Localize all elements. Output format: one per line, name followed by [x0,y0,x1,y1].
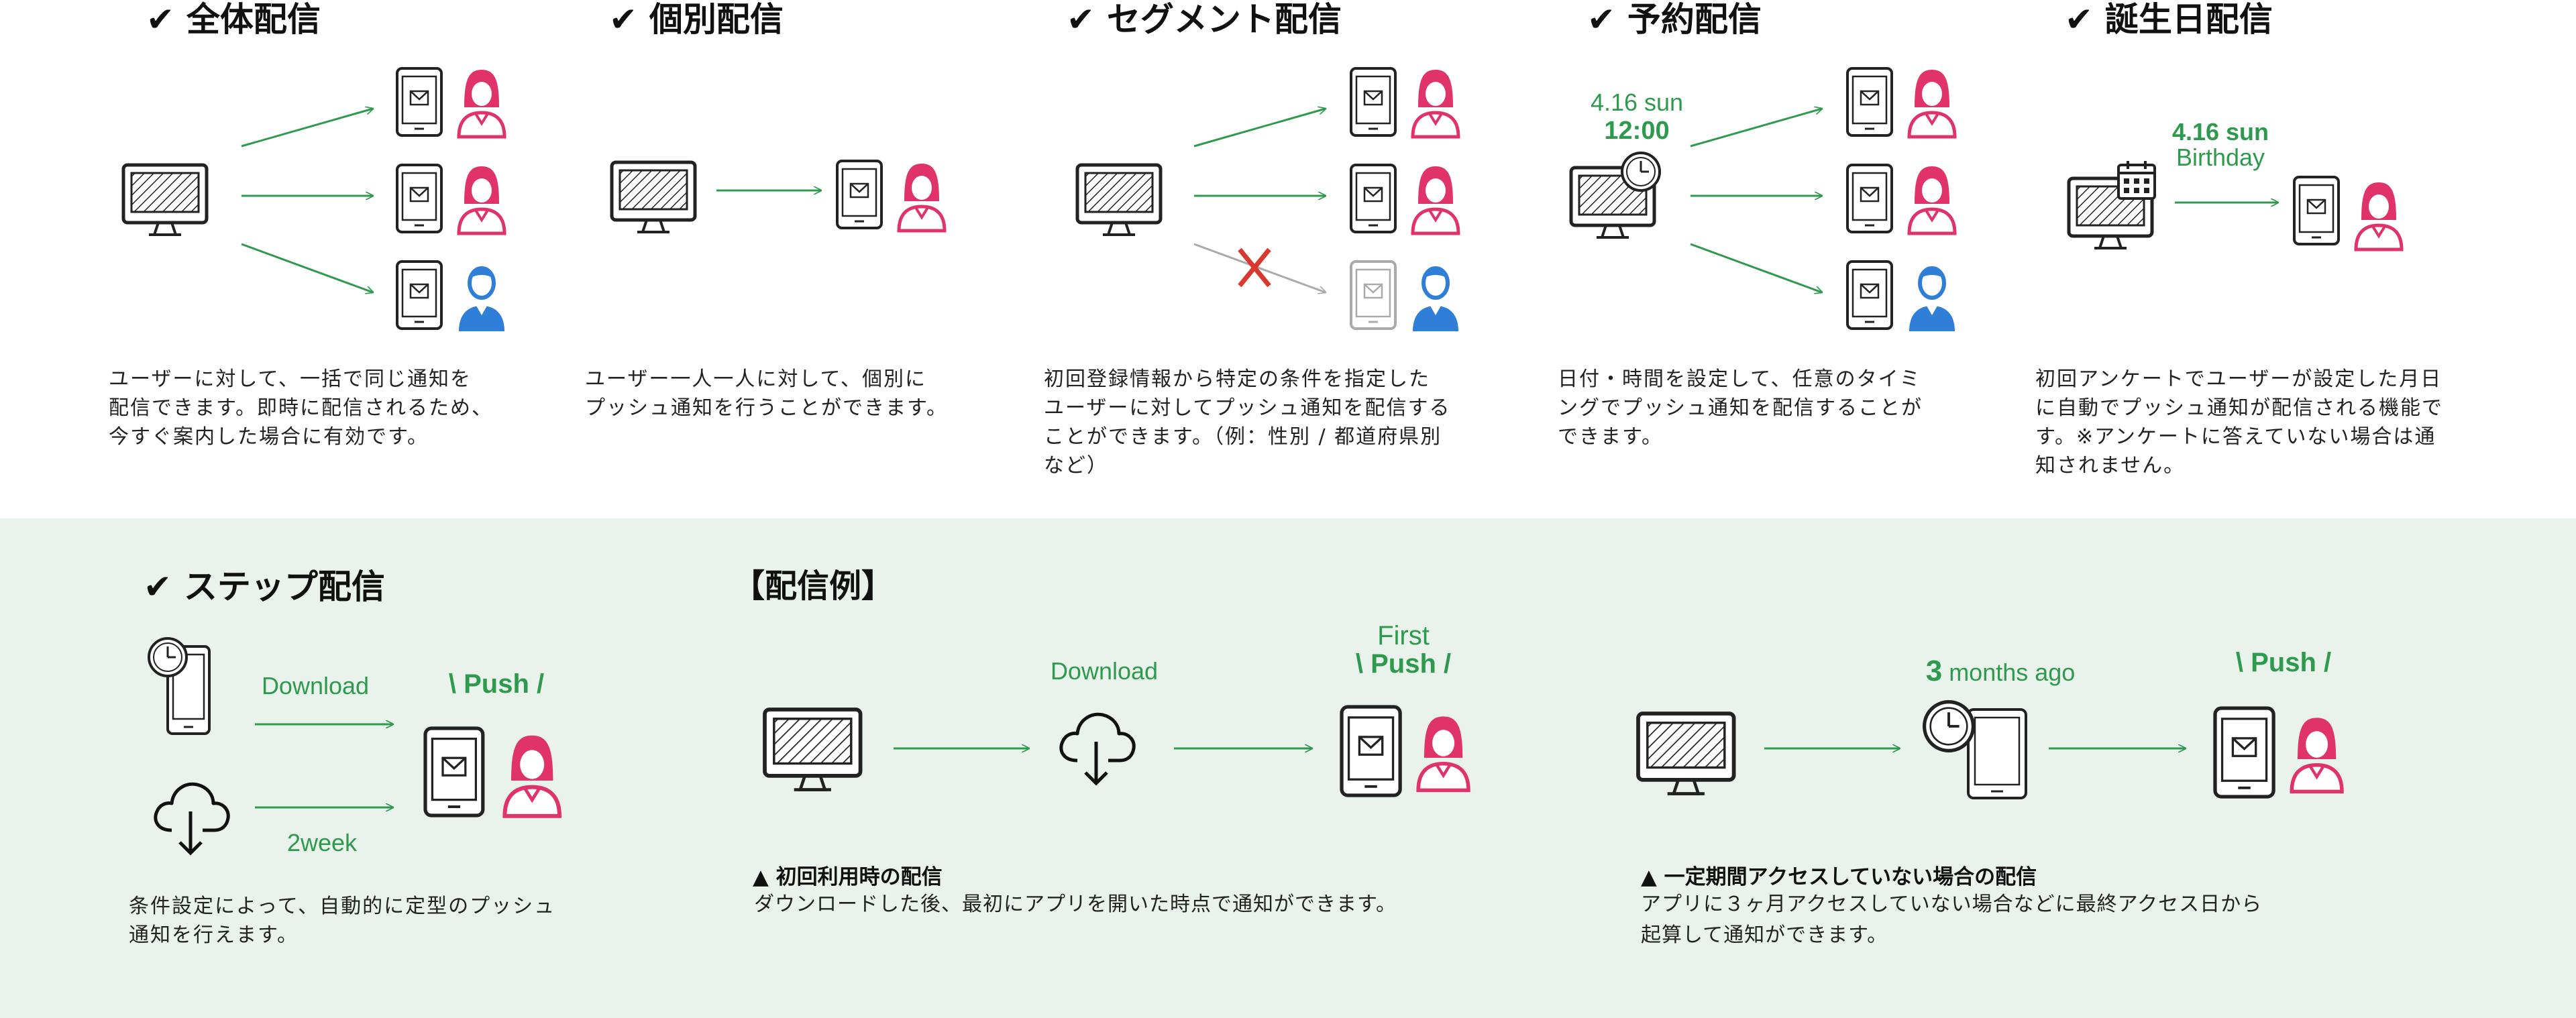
inactive-duration: 3 months ago [1925,655,2076,687]
check-icon: ✔ [1067,0,1095,39]
clock-icon [1925,702,1974,751]
check-icon: ✔ [1587,0,1615,39]
step-week-label: 2week [286,829,358,856]
inactive-caption: ▲ 一定期間アクセスしていない場合の配信 [1641,865,2037,889]
heading-indiv: ✔個別配信 [609,0,784,39]
heading-segment: ✔セグメント配信 [1067,0,1342,39]
all-diagram [121,67,523,349]
smartphone-icon [1846,164,1893,233]
first-push-label: \ Push / [1355,649,1452,679]
inactive-diagram [1637,697,2375,799]
step-diagram [148,637,573,865]
monitor-icon [1077,165,1161,235]
man-icon [1909,268,1955,331]
arrow [241,109,373,148]
schedule-date: 4.16 sun [1590,89,1684,116]
woman-icon [1909,70,1955,137]
clock-icon [1621,152,1661,192]
smartphone-icon [396,67,443,137]
cloud-download-icon [156,784,228,853]
woman-icon [1418,716,1468,790]
first-caption: ▲ 初回利用時の配信 [753,865,943,889]
smartphone-icon [2293,176,2340,245]
step-download-label: Download [261,672,370,699]
clock-phone-icon [1925,702,2027,799]
smartphone-icon [1342,707,1400,795]
woman-icon [504,736,559,816]
first-first-label: First [1377,621,1430,651]
clock-phone-icon [148,637,211,735]
man-icon [459,268,504,331]
heading-step: ✔ステップ配信 [144,567,385,606]
woman-icon [459,70,504,137]
clock-icon [148,637,188,677]
woman-icon [2292,718,2342,791]
schedule-description: 日付・時間を設定して、任意のタイミ ングでプッシュ通知を配信することが できます… [1558,367,1923,449]
inactive-description: アプリに３ヶ月アクセスしていない場合などに最終アクセス日から 起算して通知ができ… [1641,893,2263,947]
arrow [241,243,373,292]
indiv-diagram [609,160,958,239]
smartphone-icon [1846,67,1893,137]
inactive-push-label: \ Push / [2235,648,2332,677]
birthday-label: Birthday [2176,144,2265,171]
all-description: ユーザーに対して、一括で同じ通知を 配信できます。即時に配信されるため、 今すぐ… [109,367,493,449]
man-icon [1413,268,1458,331]
woman-icon [2356,182,2402,249]
cross-icon [1238,247,1271,288]
birthday-diagram [2066,161,2415,255]
monitor-icon [765,710,861,790]
smartphone-icon [396,164,443,233]
smartphone-icon [2215,708,2273,797]
first-diagram [765,704,1503,805]
woman-icon [899,164,945,231]
check-icon: ✔ [2065,0,2093,39]
smartphone-icon [425,728,483,815]
smartphone-icon [396,260,443,330]
birthday-description: 初回アンケートでユーザーが設定した月日 に自動でプッシュ通知が配信される機能で … [2035,367,2443,477]
woman-icon [459,166,504,233]
monitor-icon [612,162,695,232]
check-icon: ✔ [146,0,174,39]
heading-all: ✔全体配信 [146,0,321,39]
woman-icon [1413,166,1458,233]
monitor-icon [1638,714,1734,794]
first-description: ダウンロードした後、最初にアプリを開いた時点で通知ができます。 [754,893,1397,916]
smartphone-icon [1350,67,1397,137]
check-icon: ✔ [144,567,172,606]
smartphone-icon [1846,260,1893,330]
smartphone-icon [1350,164,1397,233]
woman-icon [1413,70,1458,137]
birthday-date: 4.16 sun [2171,118,2269,146]
woman-icon [1909,166,1955,233]
schedule-diagram [1570,67,1972,349]
schedule-time: 12:00 [1604,117,1670,145]
segment-diagram [1073,67,1476,349]
smartphone-icon [836,160,883,229]
indiv-description: ユーザー一人一人に対して、個別に プッシュ通知を行うことができます。 [585,367,948,420]
first-download-label: Download [1050,657,1159,685]
check-icon: ✔ [609,0,637,39]
cloud-download-icon [1061,714,1134,783]
step-description: 条件設定によって、自動的に定型のプッシュ 通知を行えます。 [129,895,556,947]
heading-birthday: ✔誕生日配信 [2065,0,2273,39]
heading-schedule: ✔予約配信 [1587,0,1762,39]
step-push-label: \ Push / [448,669,545,699]
segment-description: 初回登録情報から特定の条件を指定した ユーザーに対してプッシュ通知を配信する こ… [1044,367,1451,477]
examples-title: 【配信例】 [733,567,894,605]
calendar-icon [2117,161,2156,200]
smartphone-icon [1350,260,1397,330]
monitor-icon [123,165,207,235]
